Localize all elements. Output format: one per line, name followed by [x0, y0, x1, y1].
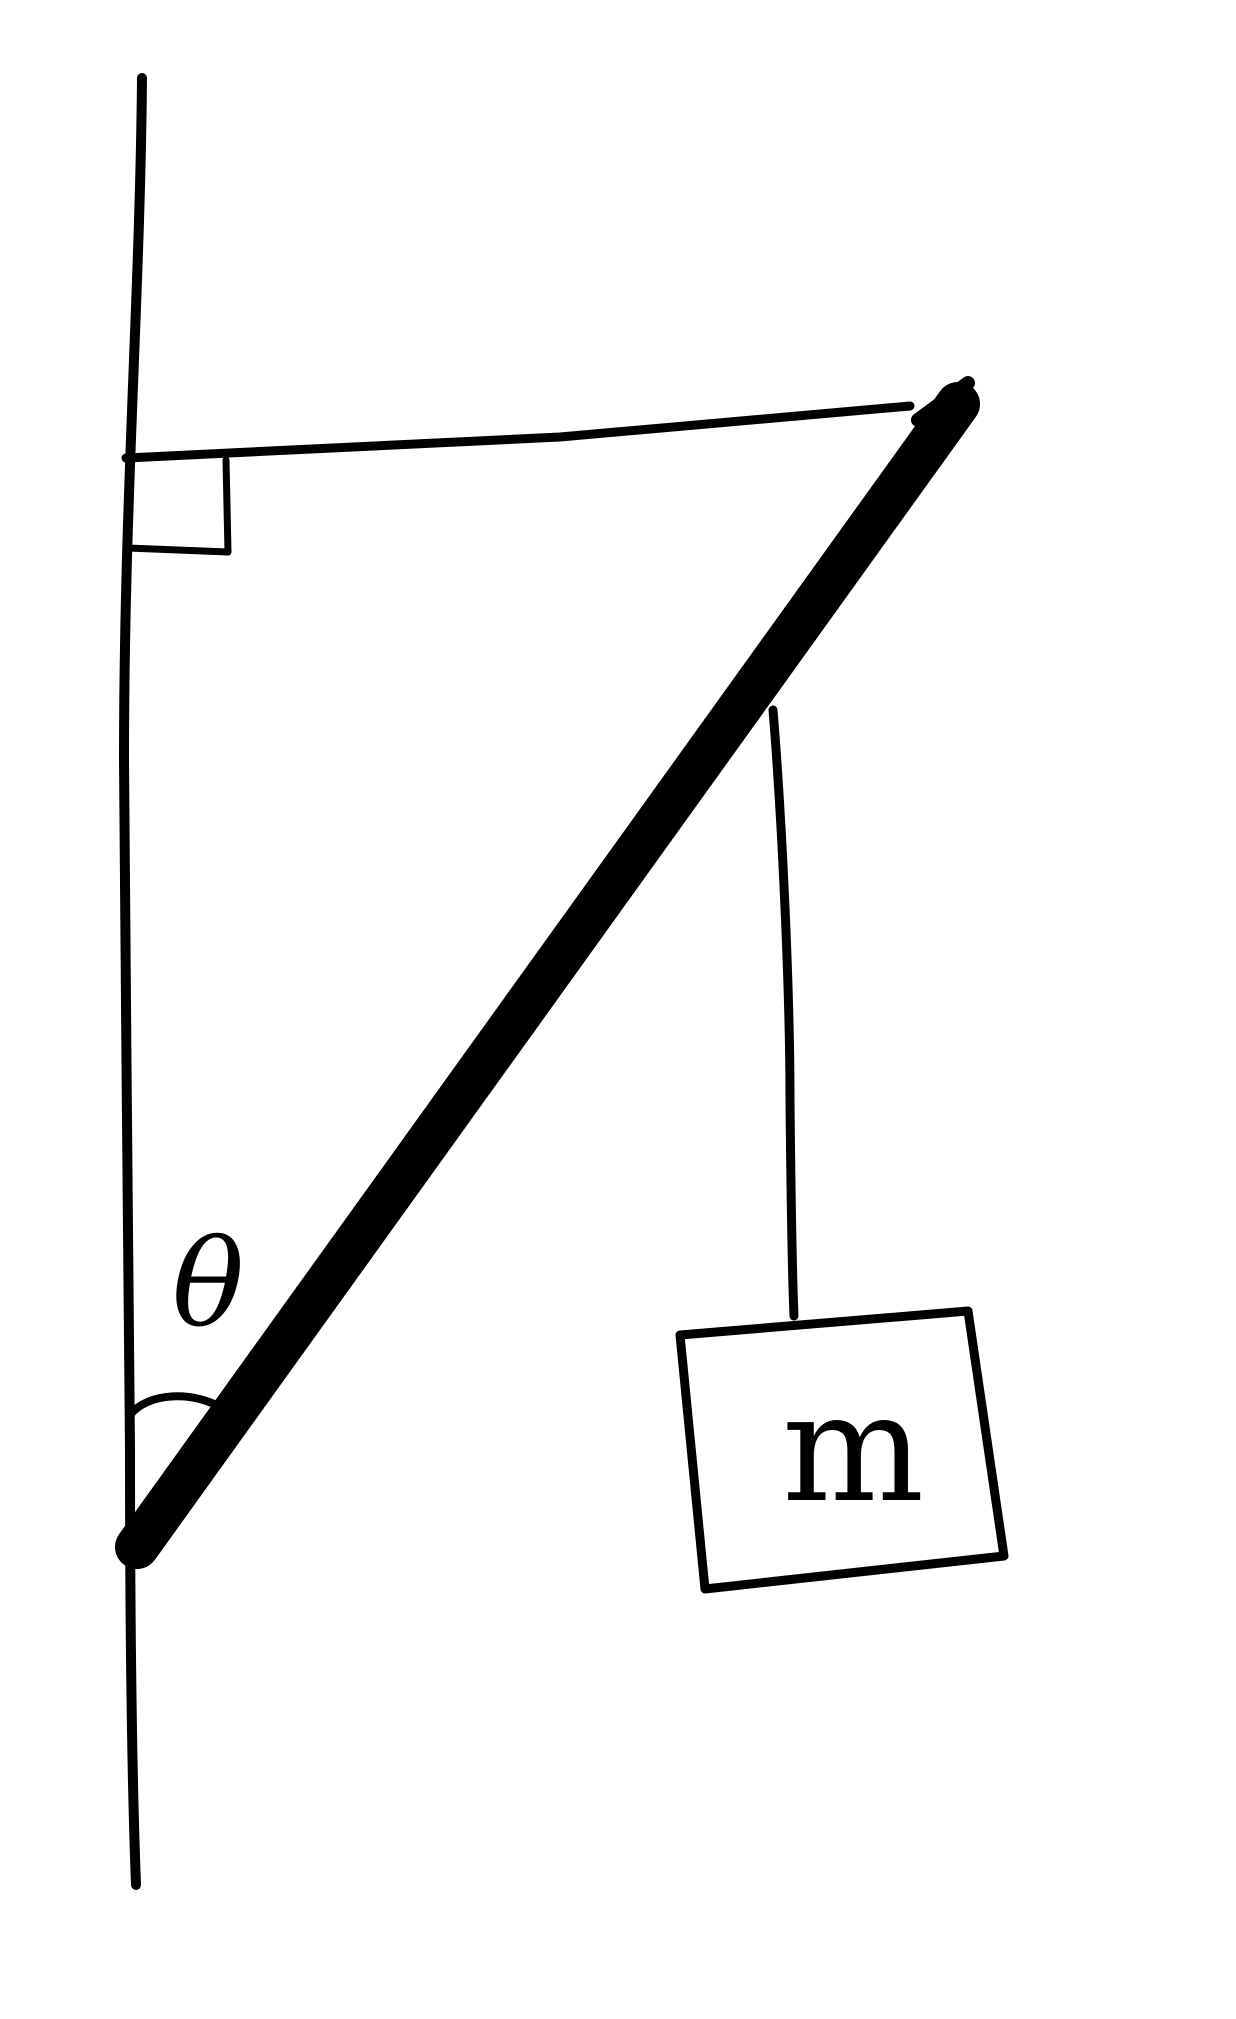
- mass-block: [675, 1306, 1009, 1594]
- angle-label-theta: θ: [172, 1215, 244, 1354]
- vertical-wall: [119, 73, 147, 1890]
- beam: [115, 382, 980, 1569]
- mass-label: m: [782, 1362, 924, 1536]
- hanging-rope: [768, 705, 799, 1321]
- horizontal-cable: [121, 401, 915, 463]
- beam-end-mark: [911, 376, 975, 427]
- right-angle-marker: [124, 456, 232, 556]
